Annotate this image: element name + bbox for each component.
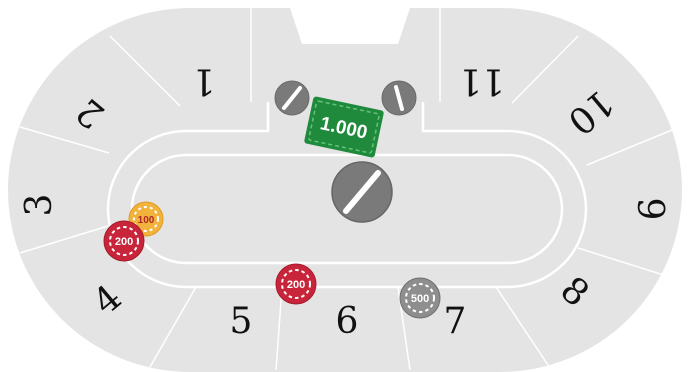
seat-number-5[interactable]: 5 [230,301,253,342]
seat-number-1[interactable]: 1 [193,60,216,101]
chip-100-label: 100 [138,215,155,226]
chip-200-seat-5[interactable]: 200 [276,264,316,304]
chip-200-seat-5-label: 200 [287,279,305,291]
right-marker-button[interactable] [382,81,416,115]
chip-200-seat-3[interactable]: 200 [104,221,144,261]
chip-500[interactable]: 500 [400,278,440,318]
chip-200-seat-3-label: 200 [115,236,133,248]
seat-number-3[interactable]: 3 [19,194,60,217]
seat-number-11[interactable]: 11 [459,60,505,101]
seat-number-6[interactable]: 6 [336,301,359,342]
left-marker-button[interactable] [275,81,309,115]
seat-number-7[interactable]: 7 [444,301,467,342]
center-dealer-button[interactable] [332,162,392,222]
chip-500-label: 500 [411,293,429,305]
seat-number-9[interactable]: 9 [629,198,670,221]
